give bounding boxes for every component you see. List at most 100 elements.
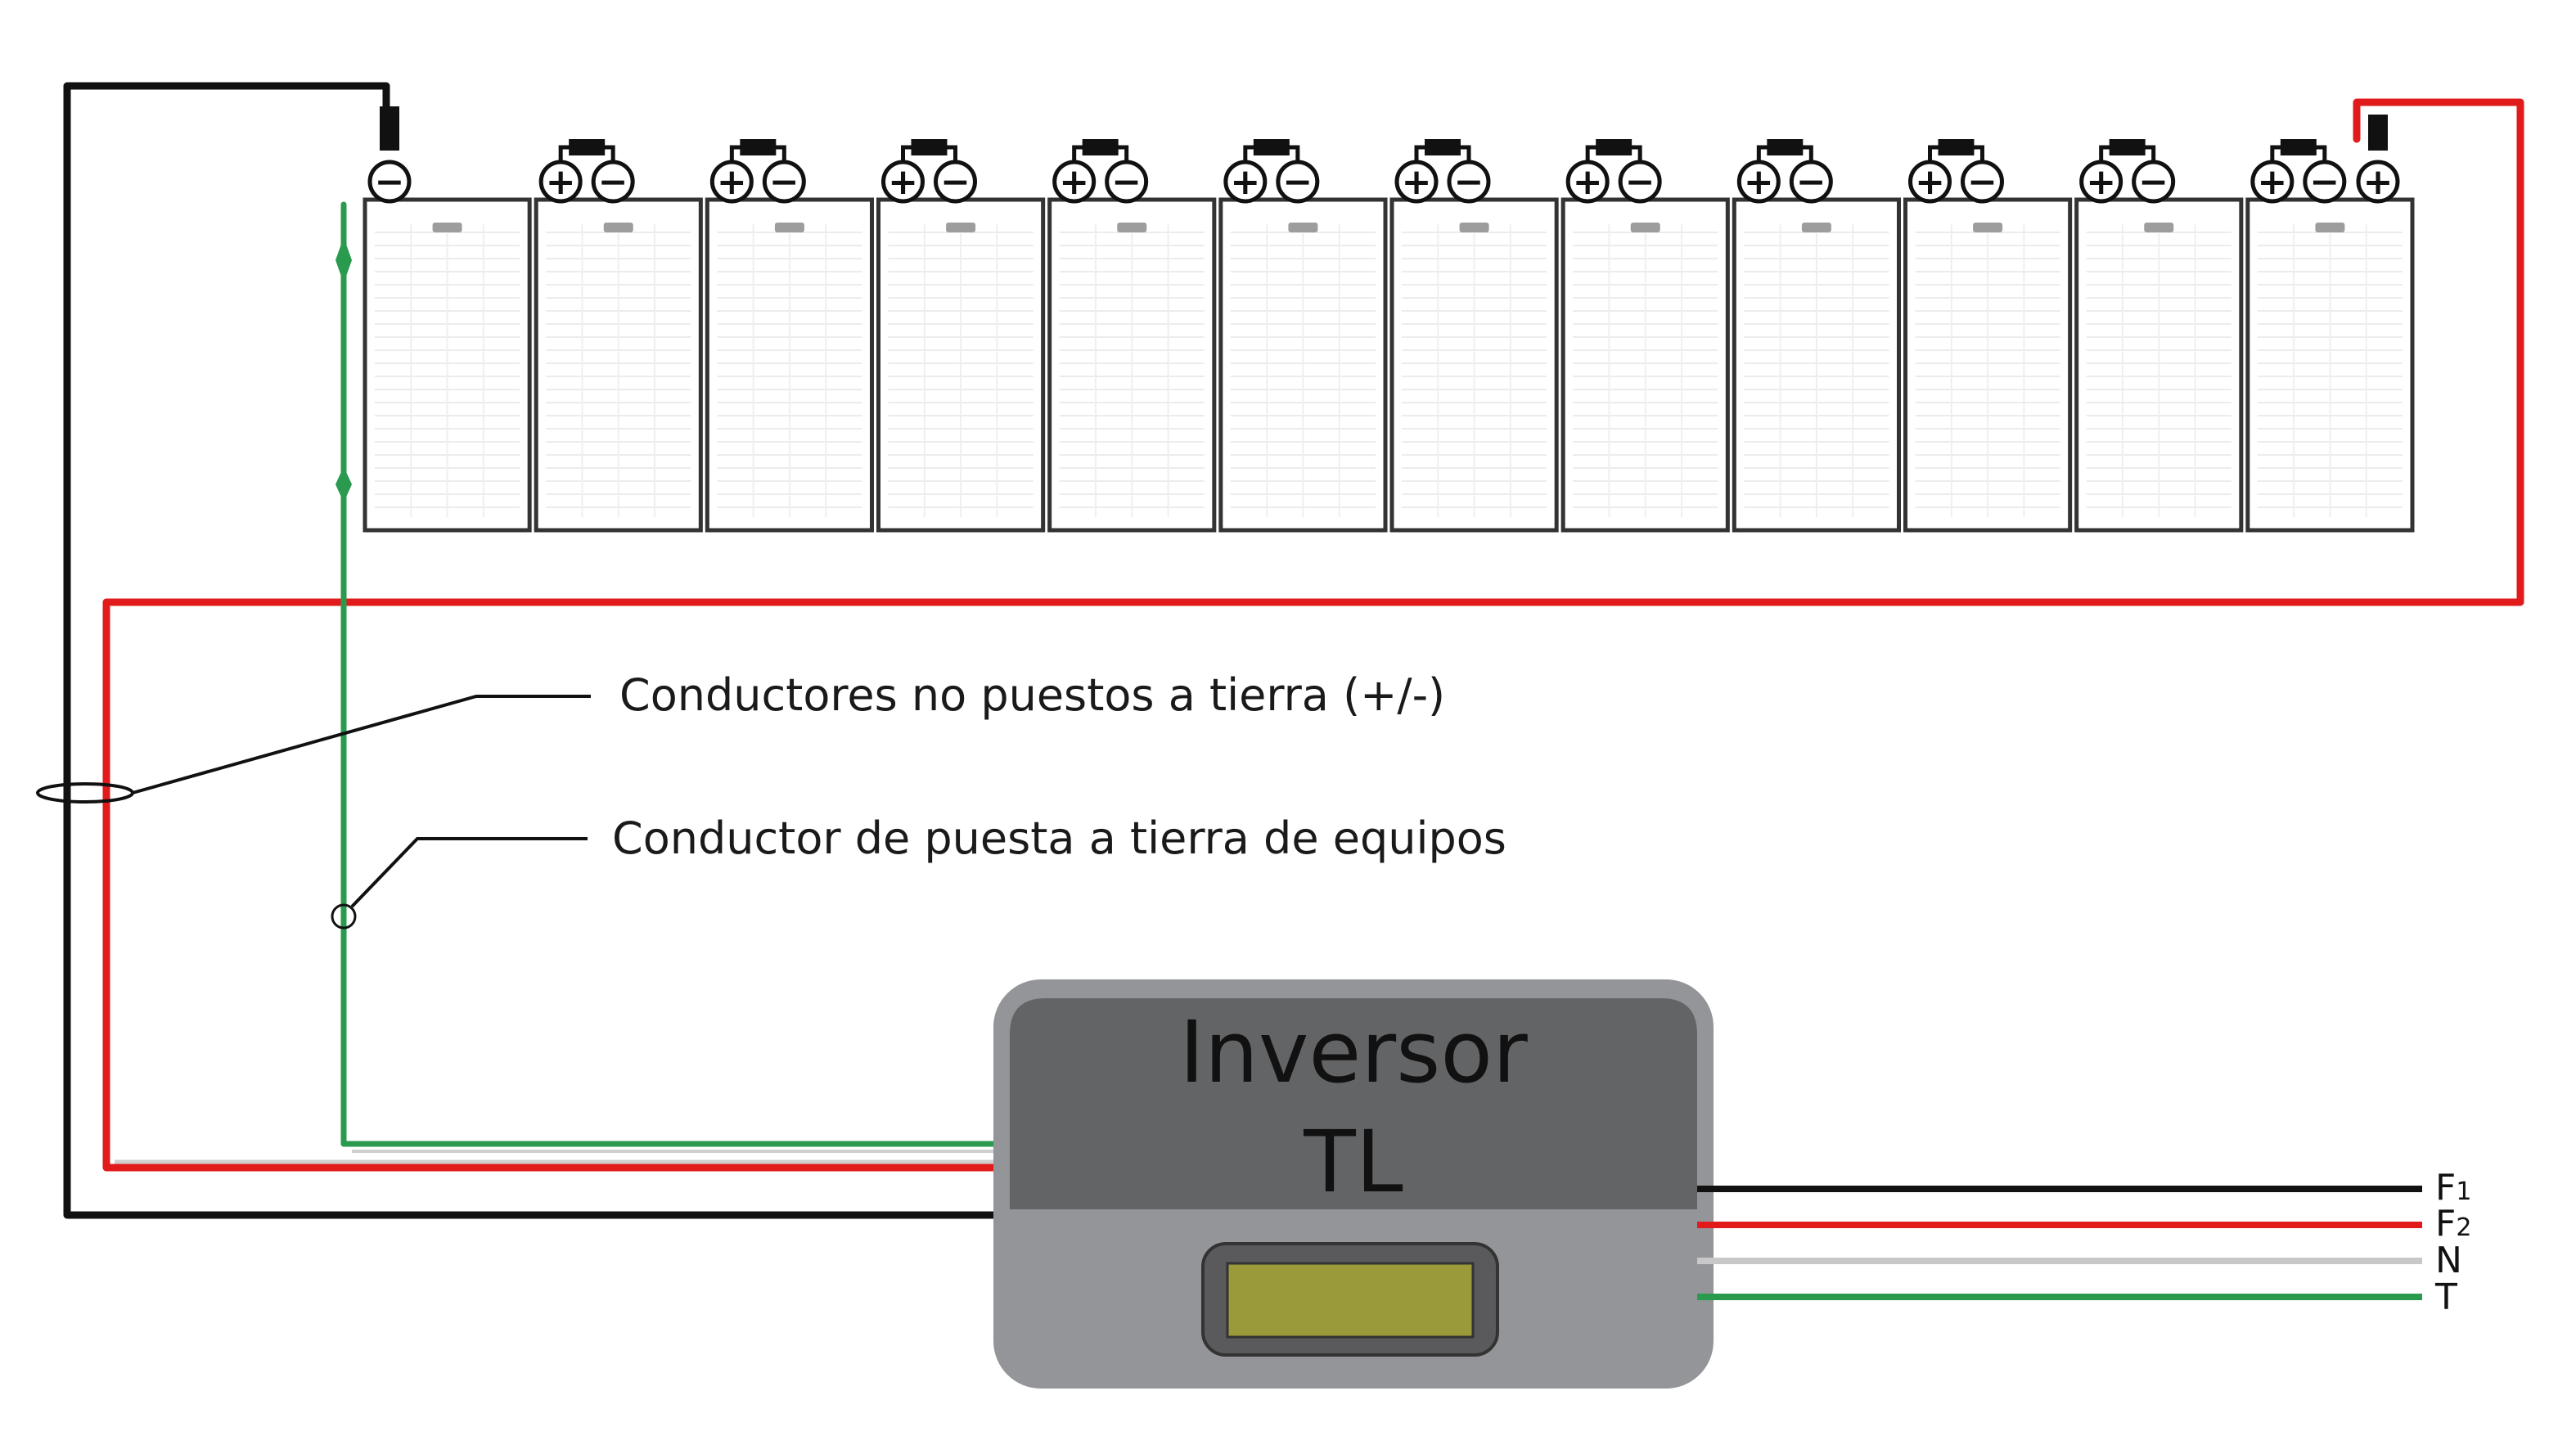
battery [1218,197,1388,533]
battery [1047,197,1217,533]
battery-vent [774,223,804,232]
battery-vent [1630,223,1660,232]
negative-terminal: − [2303,160,2347,204]
jumper-link [1425,139,1461,155]
terminal-ring [2250,160,2295,204]
jumper-link [1938,139,1975,155]
battery [2245,197,2415,533]
terminal-sign: + [888,161,918,203]
positive-terminal: + [1736,160,1781,204]
battery-vent [1459,223,1489,232]
negative-terminal: − [1276,160,1320,204]
jumper-link [2109,139,2146,155]
series-jumper [1243,139,1300,162]
positive-terminal: + [709,160,754,204]
positive-terminal: + [1565,160,1610,204]
jumper-link [569,139,606,155]
terminal-ring [709,160,754,204]
battery-vent [1801,223,1831,232]
equipment-ground-conductor [340,201,997,1147]
inverter-top-panel [1010,998,1697,1209]
battery-vent [946,223,976,232]
inverter: Inversor TL [993,979,1714,1389]
jumper-link [740,139,777,155]
positive-terminal: + [1223,160,1268,204]
negative-terminal: − [1618,160,1662,204]
ground-marker [336,466,352,502]
positive-terminal: + [538,160,583,204]
negative-terminal: − [1447,160,1491,204]
negative-terminal: − [934,160,977,204]
terminal-ring [1223,160,1268,204]
wiring [63,82,2524,1219]
terminal-sign: + [546,161,576,203]
terminal-ring [2356,160,2400,204]
battery [363,197,532,533]
terminal-sign: + [1744,161,1774,203]
ground-marker [336,237,352,283]
main-negative-terminal: − [367,160,412,204]
terminal-sign: + [1573,161,1603,203]
output-lines: F1 F2 N T [1697,1167,2471,1318]
positive-terminal: + [1394,160,1439,204]
series-jumper [729,139,786,162]
terminal-sign: − [2309,161,2340,203]
terminal-sign: − [1454,161,1484,203]
battery-vent [603,223,633,232]
terminal-ring [1618,160,1662,204]
terminal-ring [1908,160,1952,204]
terminal-ring [1052,160,1097,204]
jumper-link [1253,139,1290,155]
battery-vent [2315,223,2345,232]
output-label-f2: F2 [2435,1203,2471,1245]
terminal-sign: − [598,161,628,203]
series-jumper [2270,139,2327,162]
negative-conductor [63,82,998,1219]
battery-vent [1973,223,2003,232]
output-label-n: N [2435,1240,2462,1281]
terminal-ring [1105,160,1149,204]
terminal-ring [1447,160,1491,204]
terminal-ring [2132,160,2176,204]
jumper-link [911,139,948,155]
terminal-ring [1961,160,2004,204]
positive-terminal: + [2079,160,2123,204]
battery [1732,197,1901,533]
jumper-link [1596,139,1633,155]
series-jumper [1928,139,1984,162]
battery [1560,197,1730,533]
negative-terminal: − [2132,160,2176,204]
terminal-sign: − [1796,161,1826,203]
battery [534,197,703,533]
jumper-link [1767,139,1804,155]
battery [1903,197,2073,533]
series-jumper [1072,139,1129,162]
terminal-sign: − [769,161,799,203]
ungrounded-conductors-label: Conductores no puestos a tierra (+/-) [619,669,1445,721]
terminal-ring [934,160,977,204]
main-positive-terminal: + [2356,160,2400,204]
jumper-link [1082,139,1119,155]
positive-conductor [102,98,2524,1172]
battery-vent [1288,223,1318,232]
series-jumper [1756,139,1813,162]
terminal-ring [1789,160,1833,204]
terminal-sign: − [1111,161,1142,203]
ground-callout-circle [331,903,357,930]
terminal-sign: + [1230,161,1260,203]
equipment-ground-label: Conductor de puesta a tierra de equipos [612,813,1506,864]
terminal-ring [538,160,583,204]
terminal-sign: + [1402,161,1432,203]
callout-ungrounded: Conductores no puestos a tierra (+/-) [36,669,1445,804]
terminal-ring [881,160,925,204]
jumper-link [2280,139,2317,155]
terminal-ring [367,160,412,204]
terminal-ring [1276,160,1320,204]
battery-vent [2144,223,2174,232]
inverter-display [1226,1262,1475,1339]
positive-terminal: + [2250,160,2295,204]
inverter-title-line1: Inversor [1179,1002,1528,1102]
battery [1389,197,1559,533]
